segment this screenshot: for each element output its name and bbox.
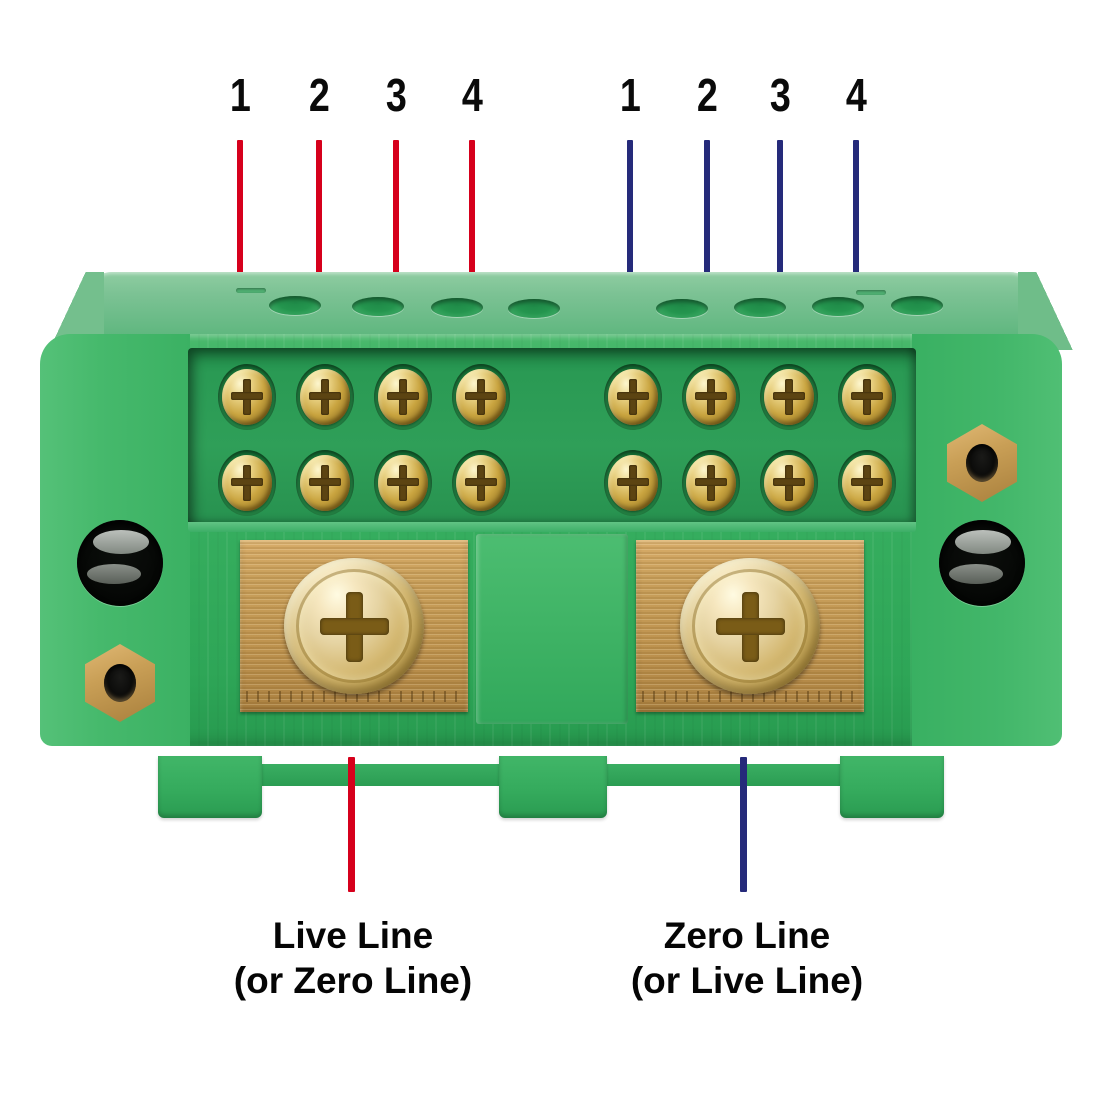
terminal-chamber-lip	[188, 522, 916, 532]
leader-line-left-4	[469, 140, 475, 283]
bottom-label-right-line2: (or Live Line)	[630, 960, 864, 1002]
terminal-screw-bottom-right-4[interactable]	[838, 450, 896, 516]
callout-number-right-3: 3	[769, 69, 791, 121]
wire-entry-hole-left-3	[431, 298, 483, 317]
terminal-screw-top-right-3[interactable]	[760, 364, 818, 430]
terminal-block	[40, 272, 1076, 818]
wire-entry-hole-right-4	[891, 296, 943, 315]
leader-line-right-2	[704, 140, 710, 283]
callout-number-left-4: 4	[461, 69, 483, 121]
terminal-screw-top-left-1[interactable]	[218, 364, 276, 430]
callout-number-right-2: 2	[696, 69, 718, 121]
terminal-screw-top-left-2[interactable]	[296, 364, 354, 430]
leader-line-left-2	[316, 140, 322, 283]
terminal-screw-bottom-right-3[interactable]	[760, 450, 818, 516]
callout-number-right-4: 4	[845, 69, 867, 121]
terminal-screw-bottom-left-4[interactable]	[452, 450, 510, 516]
leader-line-left-3	[393, 140, 399, 283]
mounting-foot-center	[499, 756, 607, 818]
callout-number-left-1: 1	[229, 69, 251, 121]
terminal-screw-bottom-left-1[interactable]	[218, 450, 276, 516]
bottom-label-left-line2: (or Zero Line)	[233, 960, 473, 1002]
bottom-leader-line-left	[348, 757, 355, 892]
terminal-screw-bottom-left-3[interactable]	[374, 450, 432, 516]
callout-number-right-1: 1	[619, 69, 641, 121]
center-divider	[476, 534, 628, 724]
terminal-screw-bottom-right-1[interactable]	[604, 450, 662, 516]
bus-bar-area	[188, 540, 916, 718]
main-terminal-screw-right[interactable]	[680, 558, 820, 694]
top-marker-left	[236, 288, 266, 293]
leader-line-right-4	[853, 140, 859, 283]
mounting-hole-right	[939, 520, 1025, 606]
bottom-label-right-line1: Zero Line	[663, 915, 831, 956]
terminal-screw-top-left-4[interactable]	[452, 364, 510, 430]
mounting-foot-right	[840, 756, 944, 818]
terminal-screw-top-left-3[interactable]	[374, 364, 432, 430]
terminal-screw-bottom-left-2[interactable]	[296, 450, 354, 516]
bus-bar-right-marking	[642, 691, 858, 702]
mounting-hole-left	[77, 520, 163, 606]
callout-number-left-2: 2	[308, 69, 330, 121]
bottom-leader-line-right	[740, 757, 747, 892]
wire-entry-hole-left-4	[508, 299, 560, 318]
wire-entry-hole-left-2	[352, 297, 404, 316]
callout-number-left-3: 3	[385, 69, 407, 121]
wire-entry-hole-right-3	[812, 297, 864, 316]
bus-bar-left-marking	[246, 691, 462, 702]
terminal-screw-bottom-right-2[interactable]	[682, 450, 740, 516]
leader-line-right-3	[777, 140, 783, 283]
leader-line-right-1	[627, 140, 633, 283]
main-terminal-screw-left[interactable]	[284, 558, 424, 694]
leader-line-left-1	[237, 140, 243, 283]
mounting-foot-left	[158, 756, 262, 818]
wire-entry-hole-left-1	[269, 296, 321, 315]
terminal-screw-top-right-4[interactable]	[838, 364, 896, 430]
bottom-label-left: Live Line (or Zero Line)	[133, 913, 573, 1003]
wire-entry-hole-right-1	[656, 299, 708, 318]
top-marker-right	[856, 290, 886, 295]
wire-entry-hole-right-2	[734, 298, 786, 317]
terminal-screw-top-right-1[interactable]	[604, 364, 662, 430]
bottom-label-left-line1: Live Line	[272, 915, 434, 956]
terminal-screw-top-right-2[interactable]	[682, 364, 740, 430]
bottom-label-right: Zero Line (or Live Line)	[527, 913, 967, 1003]
